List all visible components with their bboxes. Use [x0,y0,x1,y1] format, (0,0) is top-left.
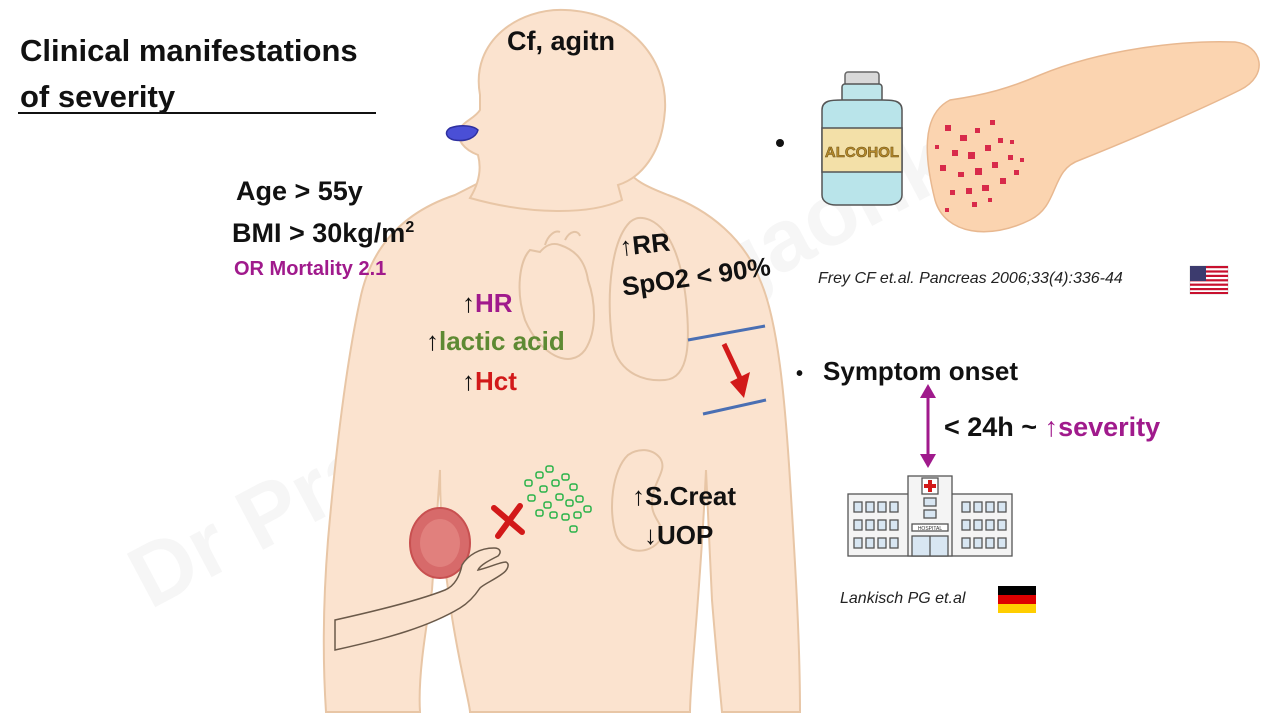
interval-text: < 24h ~ [944,412,1045,442]
human-body [322,8,802,713]
cuff-line-top [687,324,766,342]
double-arrow-icon [920,384,936,468]
bmi-label: BMI > 30kg/m2 [232,218,414,249]
bmi-superscript: 2 [405,219,415,236]
severity-up-arrow-icon: ↑ [1044,412,1059,442]
hr-label: ↑HR [462,288,513,319]
x-mark-icon [491,503,525,539]
slide-title: Clinical manifestations of severity [20,28,358,120]
or-mortality-label: OR Mortality 2.1 [234,258,387,280]
alcohol-label: ALCOHOL [825,144,899,161]
citation-lankisch: Lankisch PG et.al [840,590,966,607]
up-arrow-icon: ↑ [426,326,439,356]
lung-icon [608,216,689,382]
s-creat-label: ↑S.Creat [632,481,737,511]
bullet-dot: • [796,363,804,385]
rr-label: ↑RR [618,226,672,262]
hand-icon [334,547,509,651]
lactic-acid-label: ↑lactic acid [426,326,565,357]
cuff-line-bottom [702,398,767,416]
tongue-icon [445,125,479,142]
german-flag-icon [998,586,1036,613]
citation-frey: Frey CF et.al. Pancreas 2006;33(4):336-4… [818,270,1123,287]
hospital-sign: HOSPITAL [918,526,943,532]
kidney-icon [611,449,664,552]
hr-text: HR [475,288,513,318]
alcohol-bottle-icon: ALCOHOL [821,71,903,206]
green-bubbles-icon [524,465,592,533]
down-arrow-icon [721,342,750,398]
lactic-acid-text: lactic acid [439,326,565,356]
up-arrow-icon: ↑ [462,366,475,396]
symptom-onset-bullet: • Symptom onset [796,356,1018,387]
bullet-dot [776,139,784,147]
hct-label: ↑Hct [462,366,517,397]
head-label: Cf, agitn [507,26,615,56]
hospital-icon: HOSPITAL [847,475,1013,557]
title-line-1: Clinical manifestations [20,33,358,68]
title-line-2: of severity [20,79,176,114]
us-flag-icon [1189,265,1229,295]
pancreas-icon [926,41,1260,233]
age-label: Age > 55y [236,176,363,206]
hct-text: Hct [475,366,517,396]
title-underline [18,112,376,114]
severity-text: severity [1058,412,1161,442]
heart-icon [518,242,595,360]
bmi-text: BMI > 30kg/m [232,218,406,248]
interval-label: < 24h ~ ↑severity [944,412,1160,443]
up-arrow-icon: ↑ [462,288,475,318]
symptom-onset-text: Symptom onset [823,356,1019,386]
uop-label: ↓UOP [644,520,714,550]
